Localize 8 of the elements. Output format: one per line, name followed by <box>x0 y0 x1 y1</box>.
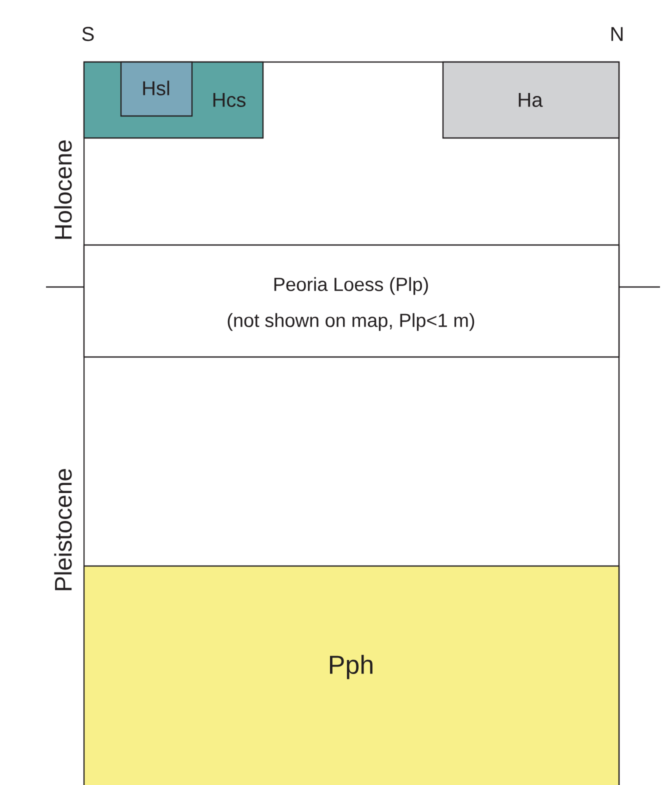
unit-band: Peoria Loess (Plp) (not shown on map, Plp<1 m) <box>83 244 620 358</box>
epoch-label: Pleistocene <box>54 469 72 590</box>
unit-band: Pph <box>83 565 620 785</box>
epoch-label: Holocene <box>54 140 72 239</box>
unit-box: Ha <box>442 61 620 139</box>
direction-label: N <box>611 27 623 41</box>
direction-label: S <box>82 26 94 42</box>
unit-box: Hsl <box>120 61 193 117</box>
